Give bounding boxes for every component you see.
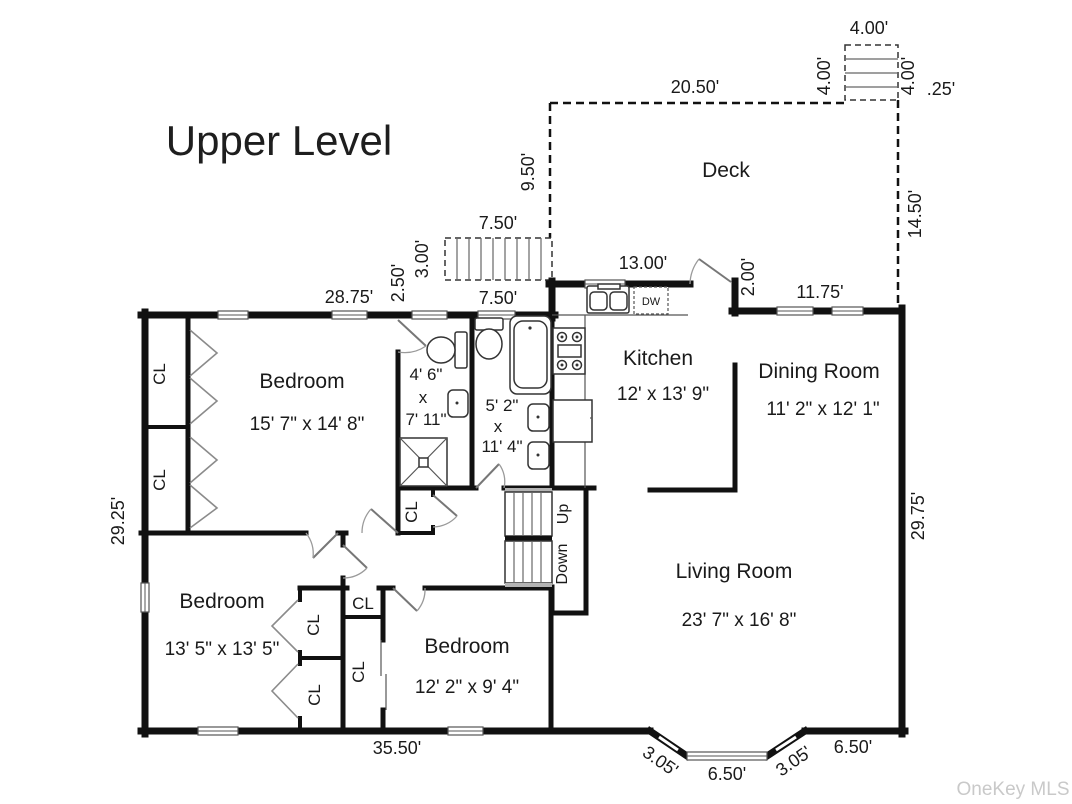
page-title: Upper Level <box>166 117 392 164</box>
bedroom3-name: Bedroom <box>424 635 509 658</box>
bath1-label: 4' 6" x 7' 11" <box>405 365 446 429</box>
deck-label: Deck <box>702 159 750 182</box>
bedroom2-door-icon <box>342 544 368 579</box>
bathroom2-fixtures <box>474 315 552 470</box>
bath2-length: 11' 4" <box>481 437 522 456</box>
dim-deck-stairs-left: 4.00' <box>814 57 834 95</box>
windows <box>140 279 864 761</box>
bedroom2-label: Bedroom 13' 5" x 13' 5" <box>165 590 280 660</box>
dim-deck-stairs-offset: .25' <box>927 79 955 99</box>
bedroom1-label: Bedroom 15' 7" x 14' 8" <box>250 370 365 435</box>
closet-label: CL <box>304 614 323 636</box>
closet-label: CL <box>150 363 169 385</box>
toilet-icon <box>426 331 468 369</box>
dim-bedroom-wing-top: 28.75' <box>325 287 373 307</box>
bath2-label: 5' 2" x 11' 4" <box>481 396 522 456</box>
sink-icon <box>447 389 469 418</box>
bedroom1-nook-door-icon <box>361 508 399 534</box>
kitchen-fixtures: DW <box>552 283 688 488</box>
bath1-length: 7' 11" <box>405 410 446 429</box>
kitchen-label: Kitchen 12' x 13' 9" <box>617 347 709 405</box>
dishwasher-label: DW <box>642 296 661 308</box>
living-room-label: Living Room 23' 7" x 16' 8" <box>676 560 797 631</box>
dim-deck-top: 20.50' <box>671 77 719 97</box>
bath1-width: 4' 6" <box>410 365 443 384</box>
deck-stairs-icon <box>844 44 899 101</box>
bath2-by: x <box>494 417 503 436</box>
closet-label: CL <box>349 661 368 683</box>
bathroom1-fixtures <box>399 331 469 487</box>
bedroom2-size: 13' 5" x 13' 5" <box>165 639 280 660</box>
bifold-doors <box>189 329 299 719</box>
stairs-down-label: Down <box>554 544 571 585</box>
dim-ext-stairs-top: 7.50' <box>479 213 517 233</box>
watermark: OneKey MLS <box>957 779 1070 800</box>
stairs-up-label: Up <box>555 504 572 525</box>
closet-label: CL <box>402 501 421 523</box>
living-size: 23' 7" x 16' 8" <box>682 610 797 631</box>
closet-label: CL <box>150 469 169 491</box>
dim-bottom-wall: 35.50' <box>373 738 421 758</box>
shower-icon <box>399 437 448 487</box>
closet-label: CL <box>305 684 324 706</box>
dining-room-label: Dining Room 11' 2" x 12' 1" <box>758 360 879 420</box>
sink-icon <box>527 441 550 470</box>
dim-dining-top: 11.75' <box>796 282 843 302</box>
dim-deck-stairs-top: 4.00' <box>850 18 888 38</box>
dim-ext-stairs-height: 3.00' <box>412 240 432 278</box>
closet-label: CL <box>352 594 374 613</box>
dining-name: Dining Room <box>758 360 879 383</box>
staircase-icon <box>504 488 553 587</box>
dim-left-wall: 29.25' <box>108 497 128 545</box>
bath1-by: x <box>419 388 428 407</box>
bathtub-icon <box>509 315 552 395</box>
kitchen-size: 12' x 13' 9" <box>617 384 709 405</box>
kitchen-name: Kitchen <box>623 347 693 370</box>
doors <box>305 258 732 612</box>
bath2-door-icon <box>475 463 506 489</box>
sink-icon <box>527 403 550 432</box>
bedroom3-label: Bedroom 12' 2" x 9' 4" <box>415 635 519 698</box>
deck-outline <box>548 100 900 311</box>
bedroom1-size: 15' 7" x 14' 8" <box>250 414 365 435</box>
dishwasher-icon: DW <box>633 286 669 315</box>
hall-closet-door-icon <box>432 494 458 528</box>
bedroom2-name: Bedroom <box>179 590 264 613</box>
deck-door-icon <box>689 258 732 285</box>
exterior-stairs-icon <box>444 237 553 281</box>
stove-icon <box>552 327 586 375</box>
toilet-icon <box>474 317 504 360</box>
dim-deck-right: 14.50' <box>905 190 925 238</box>
dim-wall-jog: 2.50' <box>388 264 408 302</box>
living-name: Living Room <box>676 560 793 583</box>
dim-deck-left: 9.50' <box>518 153 538 191</box>
refrigerator-icon <box>552 399 593 443</box>
dining-size: 11' 2" x 12' 1" <box>766 399 879 420</box>
bedroom1-name: Bedroom <box>259 370 344 393</box>
dim-ext-stairs-bottom: 7.50' <box>479 288 517 308</box>
dim-dining-jog: 2.00' <box>738 258 758 296</box>
dim-right-wall: 29.75' <box>908 492 928 540</box>
bath2-width: 5' 2" <box>486 396 519 415</box>
dim-kitchen-top: 13.00' <box>619 253 667 273</box>
dim-bay-bottom: 6.50' <box>708 764 746 784</box>
dim-bottom-right: 6.50' <box>834 737 872 757</box>
bath1-door-icon <box>397 319 427 354</box>
bedroom3-size: 12' 2" x 9' 4" <box>415 677 519 698</box>
dim-deck-stairs-right: 4.00' <box>898 57 918 95</box>
bedroom3-door-icon <box>392 587 426 612</box>
bedroom1-door-icon <box>305 532 339 559</box>
kitchen-sink-icon <box>586 283 630 314</box>
sliding-door-icon <box>380 640 387 710</box>
